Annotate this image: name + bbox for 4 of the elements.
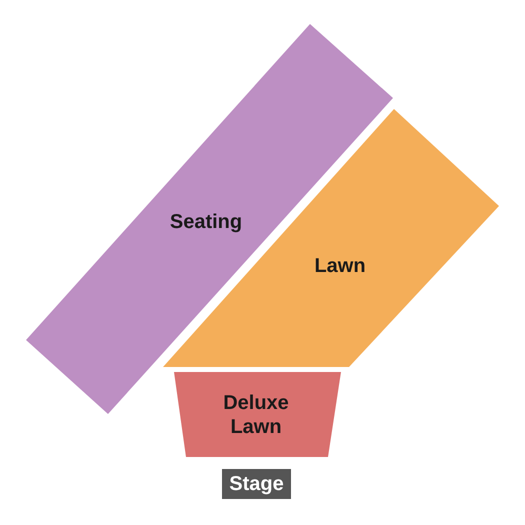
section-label: Seating xyxy=(168,210,244,234)
section-label: Deluxe Lawn xyxy=(222,391,290,439)
section-label: Lawn xyxy=(313,254,367,278)
stage-block: Stage xyxy=(222,469,291,499)
